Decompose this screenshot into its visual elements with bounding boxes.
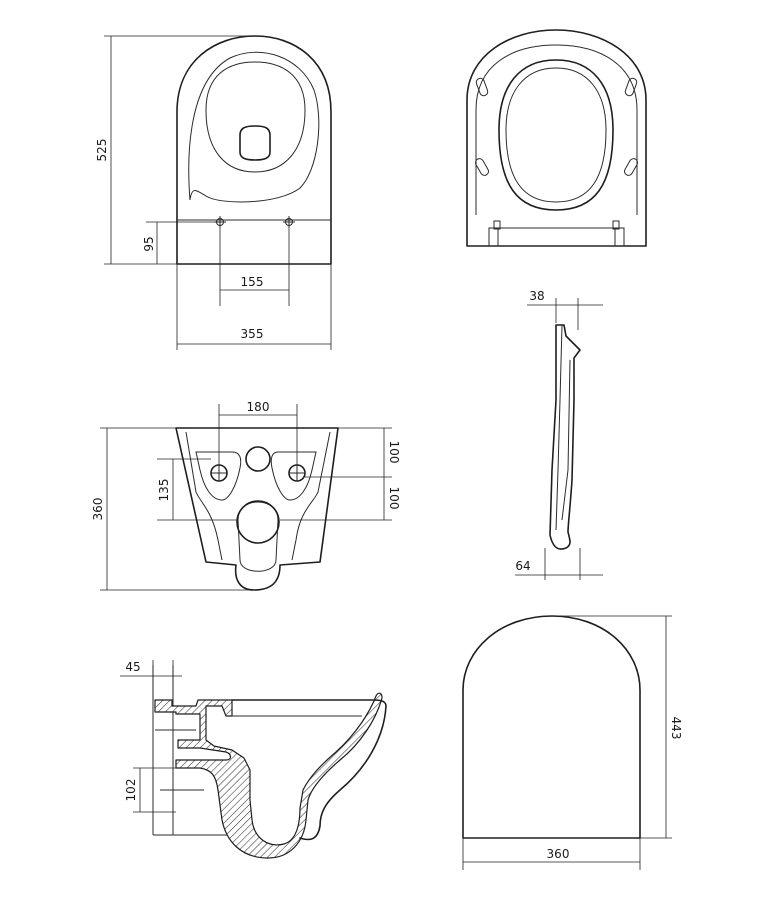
seat-top-view <box>466 29 647 247</box>
seat-outline <box>466 29 647 247</box>
seat-ring-outer <box>475 44 638 215</box>
seat-ring-inner-2 <box>505 67 607 203</box>
rear-left-pocket <box>195 451 242 501</box>
rear-inner-right <box>291 431 331 561</box>
bowl-top-outline <box>176 35 332 265</box>
crosshair-icon <box>211 465 227 481</box>
dim-100-upper-label: 100 <box>387 441 401 464</box>
top-view: 525 95 155 355 <box>95 35 332 350</box>
dim-355-label: 355 <box>241 327 264 341</box>
bowl-basin <box>205 61 306 173</box>
rear-outlet <box>236 500 280 544</box>
section-rim-hatch <box>154 692 383 859</box>
dim-100-lower-label: 100 <box>387 487 401 510</box>
dim-525-label: 525 <box>95 139 109 162</box>
dim-180-label: 180 <box>247 400 270 414</box>
dim-135-label: 135 <box>157 479 171 502</box>
dim-95-label: 95 <box>142 236 156 251</box>
dim-360-height-label: 360 <box>91 498 105 521</box>
rear-inlet <box>245 446 271 472</box>
rear-right-pocket <box>270 451 317 501</box>
fixing-hole-icon <box>283 216 295 228</box>
dim-102-label: 102 <box>124 779 138 802</box>
seat-side-profile <box>549 324 581 550</box>
dim-38-label: 38 <box>529 289 544 303</box>
crosshair-icon <box>289 465 305 481</box>
dim-360-width-label: 360 <box>547 847 570 861</box>
rear-inner-left <box>185 431 223 561</box>
seat-ring-inner <box>498 59 614 211</box>
bumper-icon <box>475 158 489 176</box>
rear-view: 180 100 100 135 360 <box>91 400 401 591</box>
dim-64-label: 64 <box>515 559 530 573</box>
seat-side-view: 38 64 <box>515 289 603 580</box>
front-view: 443 360 <box>462 615 683 870</box>
rear-outline <box>175 427 339 591</box>
bumper-icon <box>624 77 638 97</box>
dim-443-label: 443 <box>669 717 683 740</box>
bumper-icon <box>624 158 638 176</box>
section-view: 45 102 <box>120 660 387 859</box>
bowl-inner-rim <box>188 51 320 203</box>
dim-45-label: 45 <box>125 660 140 674</box>
hinge-block <box>488 227 625 247</box>
dim-155-label: 155 <box>241 275 264 289</box>
bumper-icon <box>475 77 489 97</box>
front-outline <box>462 615 641 839</box>
outlet-opening <box>239 125 271 161</box>
